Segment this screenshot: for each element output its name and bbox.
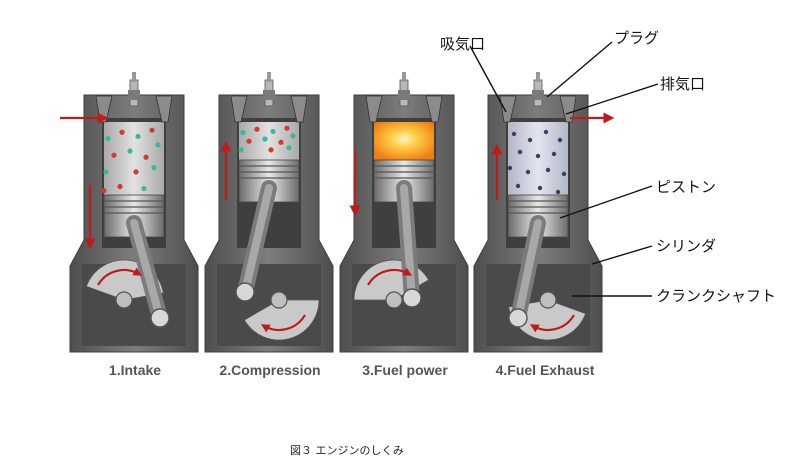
intake-valve [499, 95, 517, 123]
leader-piston [559, 185, 653, 219]
fuel-particle [246, 138, 252, 144]
exhaust-particle [511, 131, 517, 137]
stroke-label-intake: 1.Intake [108, 362, 162, 378]
exhaust-particle [561, 171, 567, 177]
label-spark-plug: プラグ [614, 29, 660, 47]
crank-pin [402, 288, 422, 308]
combustion-chamber [104, 122, 164, 195]
spark-plug-nut [398, 90, 410, 100]
fuel-particle [254, 126, 260, 132]
rotation-arrow [260, 314, 306, 333]
fuel-particle [105, 135, 111, 142]
spark-plug-tip [132, 72, 136, 82]
exhaust-particle [545, 167, 551, 173]
intake-valve [230, 95, 248, 123]
engine-fuel-power [339, 72, 469, 353]
fuel-particle [155, 142, 161, 148]
label-intake-port: 吸気口 [440, 35, 486, 53]
label-piston: ピストン [656, 178, 717, 196]
fuel-particle [117, 183, 123, 190]
crank-pin [235, 282, 255, 302]
fuel-particle [135, 133, 141, 140]
fuel-particle [268, 147, 274, 153]
exhaust-particle [515, 183, 521, 189]
stroke-label-compression: 2.Compression [219, 362, 321, 378]
combustion-chamber [374, 122, 434, 160]
combustion-chamber [508, 122, 568, 195]
fuel-particle [141, 185, 147, 192]
exhaust-particle [537, 185, 543, 191]
leader-intake-port [469, 45, 507, 113]
stroke-label-fuel-power: 3.Fuel power [362, 362, 448, 378]
exhaust-particle [527, 137, 533, 143]
fuel-particle [127, 148, 133, 154]
exhaust-particle [517, 149, 523, 155]
label-exhaust-port: 排気口 [660, 75, 706, 93]
exhaust-valve [290, 95, 308, 123]
figure-caption: 図３ エンジンのしくみ [290, 444, 404, 457]
crank-shaft [385, 291, 403, 309]
spark-plug-tip [267, 72, 271, 82]
leader-cylinder [591, 245, 653, 265]
spark-plug-tip [402, 72, 406, 82]
spark-plug-nut [532, 90, 544, 100]
engine-compression [204, 72, 334, 353]
label-crankshaft: クランクシャフト [656, 287, 777, 305]
exhaust-valve [559, 95, 577, 123]
crank-shaft [270, 291, 288, 309]
fuel-particle [101, 188, 107, 194]
crank-shaft [539, 291, 557, 309]
fuel-particle [151, 165, 157, 171]
exhaust-valve [425, 95, 443, 123]
fuel-particle [262, 136, 268, 142]
crank-pin [508, 308, 528, 328]
connecting-rod-highlight [400, 184, 416, 302]
fuel-particle [238, 147, 244, 153]
rotation-arrow [529, 314, 575, 333]
spark-plug-nut [263, 90, 275, 100]
connecting-rod-highlight [130, 219, 164, 322]
exhaust-particle [535, 153, 541, 159]
rotation-arrow [97, 267, 143, 286]
exhaust-particle [551, 151, 557, 157]
exhaust-particle [543, 129, 549, 135]
fuel-particle [286, 145, 292, 151]
fuel-particle [143, 154, 149, 160]
engine-intake [69, 72, 199, 353]
rotation-arrow [367, 267, 413, 286]
exhaust-particle [557, 137, 563, 143]
engine-exhaust [473, 72, 603, 353]
fuel-particle [133, 169, 139, 175]
connecting-rod-highlight [514, 219, 542, 322]
intake-valve [365, 95, 383, 123]
leader-spark-plug [546, 41, 613, 98]
crank-pin [150, 308, 170, 328]
connecting-rod-highlight [241, 184, 273, 296]
leader-exhaust-port [565, 83, 659, 115]
label-cylinder: シリンダ [656, 237, 717, 255]
fuel-particle [103, 169, 109, 175]
fuel-particle [240, 129, 246, 136]
fuel-particle [149, 127, 155, 133]
fuel-particle [270, 128, 276, 135]
exhaust-valve [155, 95, 173, 123]
exhaust-particle [507, 165, 513, 171]
leader-lines [469, 41, 659, 297]
fuel-particle [119, 129, 125, 135]
fuel-particle [284, 125, 290, 131]
spark-plug-nut [128, 90, 140, 100]
exhaust-particle [525, 169, 531, 175]
fuel-particle [278, 139, 284, 145]
fuel-particle [290, 133, 296, 139]
exhaust-particle [555, 189, 561, 195]
stroke-label-fuel-exhaust: 4.Fuel Exhaust [495, 362, 595, 378]
fuel-particle [111, 152, 117, 158]
crank-shaft [115, 291, 133, 309]
spark-plug-tip [536, 72, 540, 82]
